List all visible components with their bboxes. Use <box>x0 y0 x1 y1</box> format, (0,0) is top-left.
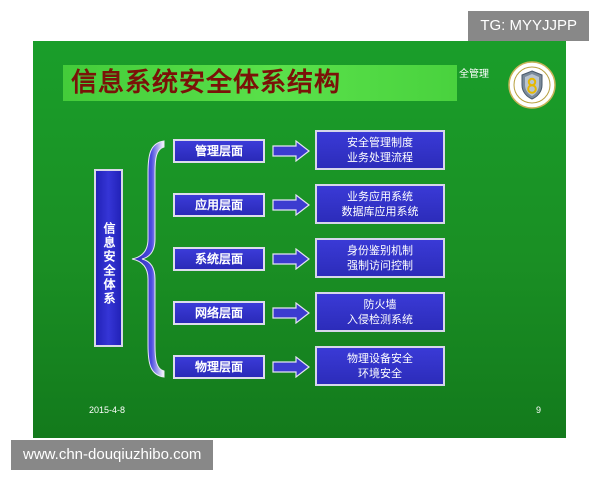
description-line: 入侵检测系统 <box>347 313 413 326</box>
watermark-top: TG: MYYJJPP <box>468 11 589 41</box>
corner-text: 全管理 <box>459 69 489 80</box>
description-line: 业务处理流程 <box>347 151 413 164</box>
layer-box: 网络层面 <box>173 301 265 325</box>
arrow-right-icon <box>272 140 310 162</box>
title-bar <box>63 65 457 101</box>
arrow-right-icon <box>272 194 310 216</box>
arrow-right-icon <box>272 302 310 324</box>
description-line: 数据库应用系统 <box>341 205 419 218</box>
description-box: 物理设备安全环境安全 <box>315 346 445 386</box>
shield-emblem-icon <box>508 61 556 109</box>
layer-box: 系统层面 <box>173 247 265 271</box>
arrow-right-icon <box>272 248 310 270</box>
description-box: 身份鉴别机制强制访问控制 <box>315 238 445 278</box>
layer-box: 物理层面 <box>173 355 265 379</box>
description-line: 物理设备安全 <box>347 352 413 365</box>
root-label: 信息安全体系 <box>102 222 116 306</box>
slide-title: 信息系统安全体系结构 <box>71 68 342 98</box>
watermark-bottom: www.chn-douqiuzhibo.com <box>11 440 214 470</box>
description-line: 强制访问控制 <box>347 259 413 272</box>
description-line: 防火墙 <box>363 298 397 311</box>
description-line: 身份鉴别机制 <box>347 244 413 257</box>
page-number: 9 <box>536 405 542 415</box>
description-line: 业务应用系统 <box>347 190 413 203</box>
curly-brace-icon <box>131 140 165 378</box>
description-line: 环境安全 <box>358 367 402 380</box>
description-box: 安全管理制度业务处理流程 <box>315 130 445 170</box>
footer-date: 2015-4-8 <box>89 405 126 415</box>
description-box: 业务应用系统数据库应用系统 <box>315 184 445 224</box>
layer-box: 应用层面 <box>173 193 265 217</box>
description-box: 防火墙入侵检测系统 <box>315 292 445 332</box>
layer-box: 管理层面 <box>173 139 265 163</box>
root-box: 信息安全体系 <box>94 169 123 347</box>
description-line: 安全管理制度 <box>347 136 413 149</box>
arrow-right-icon <box>272 356 310 378</box>
slide: 信息系统安全体系结构 全管理 信息安全体系 管理层面 安全管理制度业务处理流程 <box>33 41 566 438</box>
